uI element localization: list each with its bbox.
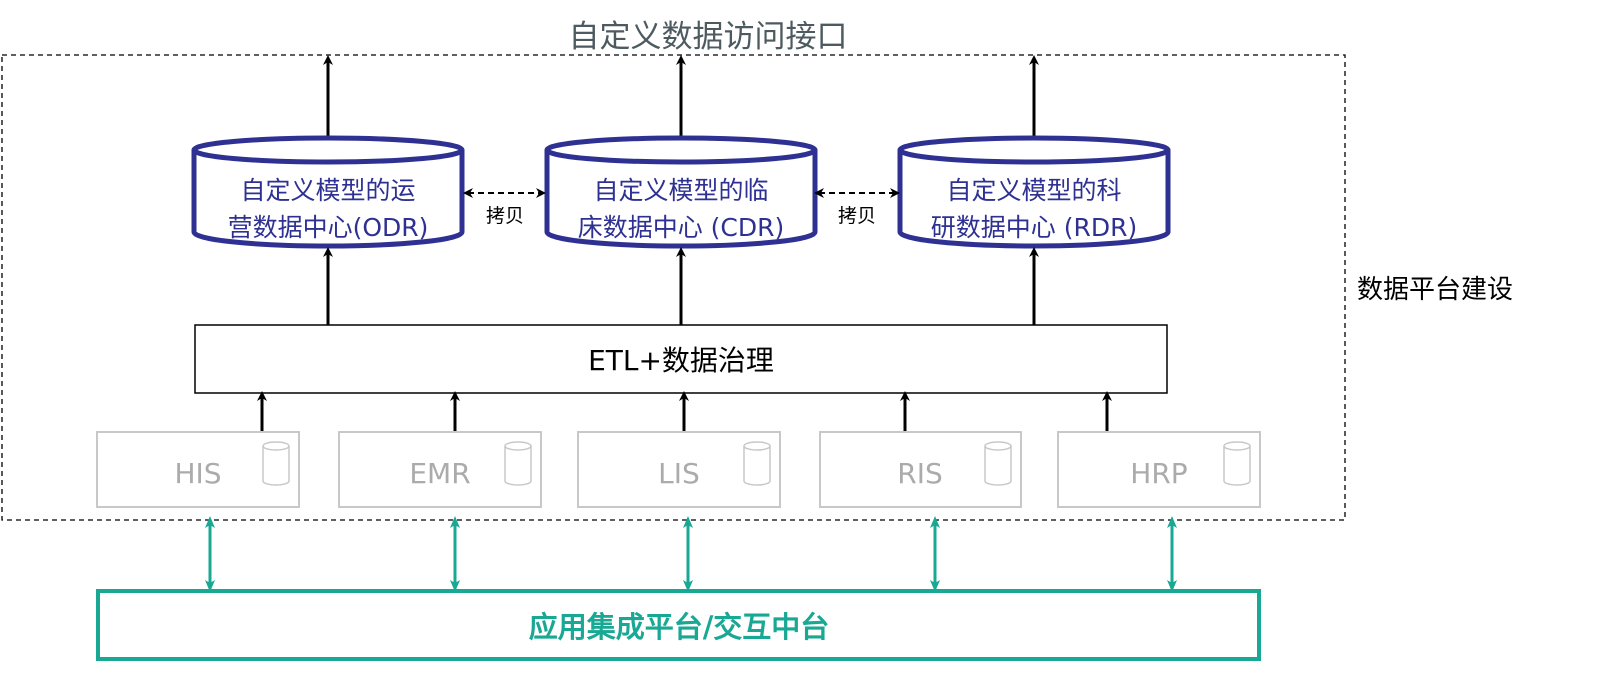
odr-database: 自定义模型的运 营数据中心(ODR) [191, 135, 465, 249]
database-icon [504, 441, 532, 486]
cdr-label-line1: 自定义模型的临 [593, 176, 768, 205]
integration-platform-box [96, 589, 1261, 661]
source-label: HIS [174, 457, 221, 490]
etl-box [194, 324, 1168, 394]
source-his: HIS [96, 431, 300, 508]
source-label: RIS [897, 457, 943, 490]
source-label: EMR [409, 457, 470, 490]
database-icon [262, 441, 290, 486]
diagram-title: 自定义数据访问接口 [569, 19, 848, 55]
etl-label: ETL+数据治理 [588, 344, 774, 377]
rdr-database: 自定义模型的科 研数据中心 (RDR) [897, 135, 1171, 249]
source-hrp: HRP [1057, 431, 1261, 508]
copy-label-1: 拷贝 [486, 205, 524, 227]
odr-label-line2: 营数据中心(ODR) [228, 213, 429, 242]
copy-label-2: 拷贝 [838, 205, 876, 227]
integration-platform-label: 应用集成平台/交互中台 [529, 610, 830, 644]
source-ris: RIS [819, 431, 1022, 508]
data-platform-label: 数据平台建设 [1357, 275, 1513, 305]
cdr-database: 自定义模型的临 床数据中心 (CDR) [544, 135, 818, 249]
cdr-label-line2: 床数据中心 (CDR) [578, 213, 785, 242]
data-platform-boundary [1, 54, 1346, 521]
source-lis: LIS [577, 431, 781, 508]
rdr-label-line2: 研数据中心 (RDR) [931, 213, 1137, 242]
source-label: HRP [1130, 457, 1187, 490]
database-icon [1223, 441, 1251, 486]
rdr-label-line1: 自定义模型的科 [946, 176, 1121, 205]
database-icon [984, 441, 1012, 486]
source-label: LIS [658, 457, 700, 490]
database-icon [743, 441, 771, 486]
odr-label-line1: 自定义模型的运 [240, 176, 415, 205]
source-emr: EMR [338, 431, 542, 508]
